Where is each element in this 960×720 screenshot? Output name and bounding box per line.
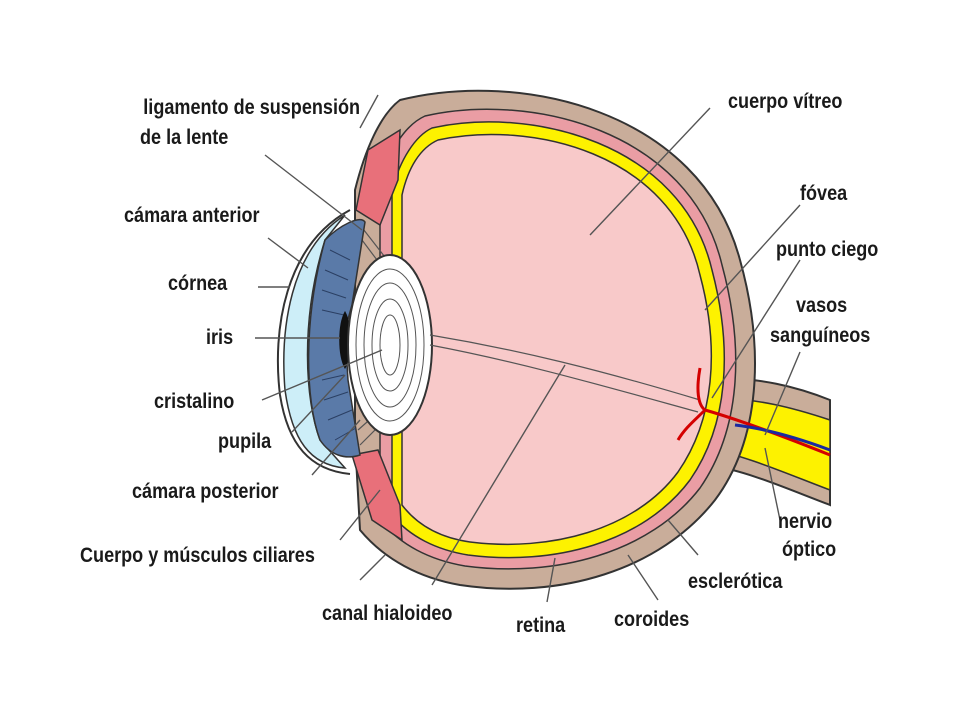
lens bbox=[347, 254, 433, 436]
blood-vessel-vein bbox=[734, 423, 831, 452]
label-nervio-line1: nervio bbox=[778, 510, 833, 533]
label-ligamento-line1: ligamento de suspensión bbox=[143, 96, 360, 119]
cornea-outline bbox=[276, 209, 351, 475]
iris-texture bbox=[321, 249, 357, 441]
blood-vessel-artery bbox=[676, 367, 831, 457]
ciliary-body-bottom bbox=[351, 449, 403, 542]
label-nervio-line2: óptico bbox=[782, 538, 837, 561]
label-canal-hialoideo: canal hialoideo bbox=[322, 602, 453, 625]
label-cristalino: cristalino bbox=[154, 390, 235, 413]
leader-lines bbox=[255, 94, 801, 603]
label-coroides: coroides bbox=[614, 608, 690, 631]
cornea bbox=[283, 214, 347, 469]
vitreous-body bbox=[401, 133, 713, 545]
label-vasos-line2: sanguíneos bbox=[770, 324, 871, 347]
label-ligamento-line2: de la lente bbox=[140, 126, 229, 149]
label-vasos-line1: vasos bbox=[796, 294, 848, 317]
ciliary-body-top bbox=[355, 128, 401, 227]
label-camara-anterior: cámara anterior bbox=[124, 204, 260, 227]
label-esclerotica: esclerótica bbox=[688, 570, 783, 593]
label-retina: retina bbox=[516, 614, 566, 637]
label-ciliares: Cuerpo y músculos ciliares bbox=[80, 544, 315, 567]
label-punto-ciego: punto ciego bbox=[776, 238, 879, 261]
label-cuerpo-vitreo: cuerpo vítreo bbox=[728, 90, 843, 113]
label-pupila: pupila bbox=[218, 430, 272, 453]
label-fovea: fóvea bbox=[800, 182, 848, 205]
label-cornea: córnea bbox=[168, 272, 228, 295]
label-camara-posterior: cámara posterior bbox=[132, 480, 279, 503]
hyaloid-canal bbox=[429, 334, 701, 413]
label-iris: iris bbox=[206, 326, 234, 349]
